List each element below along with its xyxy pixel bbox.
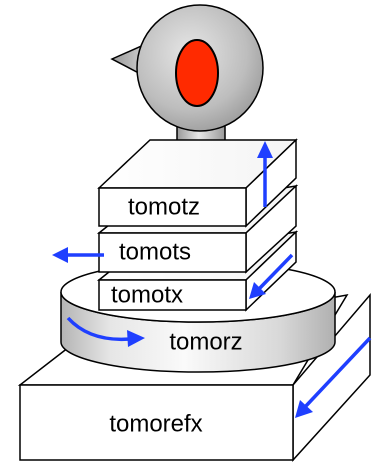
tomotx-front-face <box>98 279 247 311</box>
tomorefx-label: tomorefx <box>109 410 202 437</box>
tomorefx-arrowhead <box>295 400 313 418</box>
tomotz-front-face <box>98 187 247 227</box>
tomorz-arrowhead <box>127 330 145 347</box>
tomotz-label: tomotz <box>128 193 200 220</box>
tomots-front-face <box>98 232 247 273</box>
tomorefx-direction-arrow <box>303 336 372 409</box>
tomorz-rotation-arrow <box>66 316 131 342</box>
tomots-arrowhead <box>52 247 68 263</box>
tomotz-arrowhead <box>257 141 273 158</box>
motion-arrows <box>52 141 372 418</box>
sensor-eye <box>175 39 219 107</box>
tomotz-block: tomotz <box>97 138 298 228</box>
tomots-label: tomots <box>119 238 191 265</box>
tomotx-direction-arrow <box>256 253 294 292</box>
tomotx-arrowhead <box>249 282 266 299</box>
sensor-head <box>110 4 264 157</box>
tomotx-label: tomotx <box>111 281 183 308</box>
tomorefx-front-face <box>19 384 294 461</box>
tomorz-label: tomorz <box>169 328 242 355</box>
